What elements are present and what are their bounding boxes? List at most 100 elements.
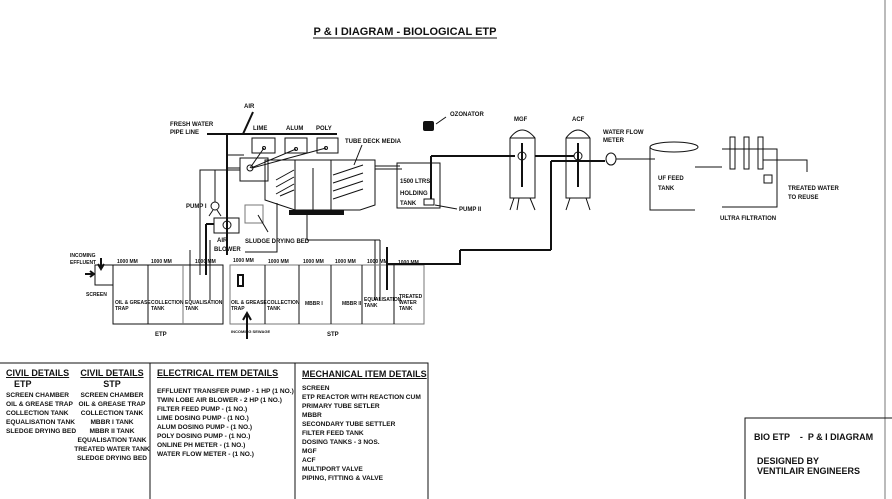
- uf-membrane: [757, 136, 764, 170]
- civil-stp-heading: CIVIL DETAILS: [80, 368, 144, 378]
- mechanical-heading: MECHANICAL ITEM DETAILS: [302, 369, 427, 379]
- stp-tank-label: COLLECTION: [267, 300, 300, 306]
- list-item: ALUM DOSING PUMP - (1 NO.): [157, 424, 253, 431]
- stp-tank-label: MBBR II: [342, 301, 362, 307]
- incoming-sewage-arrow: [242, 310, 252, 339]
- dimension-label: 1000 MM: [303, 259, 324, 265]
- poly-label: POLY: [316, 126, 332, 132]
- list-item: EFFLUENT TRANSFER PUMP - 1 HP (1 NO.): [157, 388, 294, 395]
- ultra-filtration-label: ULTRA FILTRATION: [720, 216, 776, 222]
- title-block-border: [744, 417, 892, 499]
- acf-label: ACF: [572, 117, 585, 123]
- dimension-label: 1000 MM: [117, 259, 138, 265]
- company-name: VENTILAIR ENGINEERS: [757, 466, 861, 476]
- ozonator-icon: [423, 121, 434, 131]
- air-blower-label: AIR: [217, 238, 228, 244]
- etp-tank-label: OIL & GREASE: [115, 300, 151, 306]
- etp-tank-label: TANK: [185, 306, 199, 312]
- list-item: PRIMARY TUBE SETLER: [302, 403, 380, 410]
- screen-label: SCREEN: [86, 292, 107, 298]
- incoming-effluent-label-2: EFFLUENT: [70, 260, 96, 266]
- mgf-vessel: [509, 129, 536, 199]
- lime-label: LIME: [253, 126, 267, 132]
- list-item: ACF: [302, 457, 316, 464]
- dimension-label: 1000 MM: [367, 259, 388, 265]
- primary-tube-settler-media: [275, 169, 295, 197]
- list-item: SCREEN: [302, 385, 330, 392]
- list-item: WATER FLOW METER - (1 NO.): [157, 451, 254, 458]
- etp-reactor: [264, 159, 376, 211]
- alum-label: ALUM: [286, 126, 303, 132]
- etp-label: ETP: [155, 332, 167, 338]
- civil-etp-sub: ETP: [14, 379, 32, 389]
- pump-2-icon: [423, 198, 435, 206]
- sludge-drying-bed: [244, 204, 264, 224]
- civil-stp-panel: CIVIL DETAILS STP SCREEN CHAMBER OIL & G…: [74, 368, 150, 463]
- stp-tank-label: WATER: [399, 300, 417, 306]
- water-flow-meter-icon: [605, 152, 617, 166]
- electrical-panel: ELECTRICAL ITEM DETAILS EFFLUENT TRANSFE…: [157, 368, 294, 459]
- list-item: SECONDARY TUBE SETTLER: [302, 421, 396, 428]
- uf-feed-tank: [649, 147, 695, 211]
- civil-stp-sub: STP: [103, 379, 121, 389]
- mgf-label: MGF: [514, 117, 528, 123]
- fresh-water-label-2: PIPE LINE: [170, 130, 199, 136]
- etp-tank-label: TRAP: [115, 306, 129, 312]
- holding-tank-label-2: TANK: [400, 201, 417, 207]
- tube-deck-media-label: TUBE DECK MEDIA: [345, 139, 402, 145]
- poly-dosing-tank: [316, 137, 339, 154]
- tube-deck-media: [332, 164, 364, 200]
- stp-tank-label: EQUALISATION: [364, 297, 402, 303]
- dimension-label: 1000 MM: [268, 259, 289, 265]
- etp-tank-label: EQUALISATION: [185, 300, 223, 306]
- list-item: OIL & GREASE TRAP: [78, 401, 146, 408]
- water-flow-meter-label: WATER FLOW: [603, 130, 644, 136]
- etp-tank-block: [112, 264, 224, 325]
- pump-2-label: PUMP II: [459, 207, 482, 213]
- list-item: ONLINE PH METER - (1 NO.): [157, 442, 246, 449]
- alum-dosing-tank: [284, 137, 308, 154]
- list-item: FILTER FEED PUMP - (1 NO.): [157, 406, 248, 413]
- settler-base: [289, 210, 344, 215]
- air-blower-label-2: BLOWER: [214, 247, 241, 253]
- details-table-border: [0, 362, 429, 499]
- air-blower: [213, 217, 240, 234]
- list-item: MGF: [302, 448, 317, 455]
- list-item: SCREEN CHAMBER: [80, 392, 144, 399]
- stp-tank-label: MBBR I: [305, 301, 323, 307]
- civil-etp-heading: CIVIL DETAILS: [6, 368, 70, 378]
- list-item: POLY DOSING PUMP - (1 NO.): [157, 433, 251, 440]
- dimension-label: 1000 MM: [195, 259, 216, 265]
- stp-label: STP: [327, 332, 339, 338]
- incoming-effluent-arrow: [97, 258, 105, 271]
- mixer-icon: [246, 164, 254, 172]
- air-label: AIR: [244, 104, 255, 110]
- stp-tank-label: OIL & GREASE: [231, 300, 267, 306]
- list-item: SLEDGE DRYING BED: [6, 428, 77, 435]
- ozonator-label: OZONATOR: [450, 112, 484, 118]
- list-item: DOSING TANKS - 3 NOS.: [302, 439, 380, 446]
- civil-etp-panel: CIVIL DETAILS ETP SCREEN CHAMBER OIL & G…: [6, 368, 76, 436]
- uf-feed-tank-label-2: TANK: [658, 186, 675, 192]
- holding-tank-capacity: 1500 LTRS.: [400, 179, 432, 185]
- page-title: P & I DIAGRAM - BIOLOGICAL ETP: [314, 26, 497, 38]
- list-item: COLLECTION TANK: [80, 410, 144, 417]
- incoming-effluent-label: INCOMING: [70, 253, 96, 259]
- uf-membrane: [729, 136, 736, 170]
- pump-1-label: PUMP I: [186, 204, 207, 210]
- etp-tank-label: TANK: [151, 306, 165, 312]
- blower-icon: [222, 220, 232, 230]
- list-item: SCREEN CHAMBER: [6, 392, 70, 399]
- uf-feed-tank-top: [649, 141, 699, 153]
- uf-control-panel: [763, 174, 773, 184]
- title-block: BIO ETP - P & I DIAGRAM DESIGNED BY VENT…: [754, 432, 873, 476]
- dimension-label: 1000 MM: [335, 259, 356, 265]
- list-item: COLLECTION TANK: [6, 410, 69, 417]
- list-item: ETP REACTOR WITH REACTION CUM: [302, 394, 421, 401]
- list-item: TWIN LOBE AIR BLOWER - 2 HP (1 NO.): [157, 397, 282, 404]
- screen-chamber: [94, 264, 114, 286]
- water-flow-meter-label-2: METER: [603, 138, 625, 144]
- etp-tank-label: COLLECTION: [151, 300, 184, 306]
- dimension-label: 1000 MM: [233, 258, 254, 264]
